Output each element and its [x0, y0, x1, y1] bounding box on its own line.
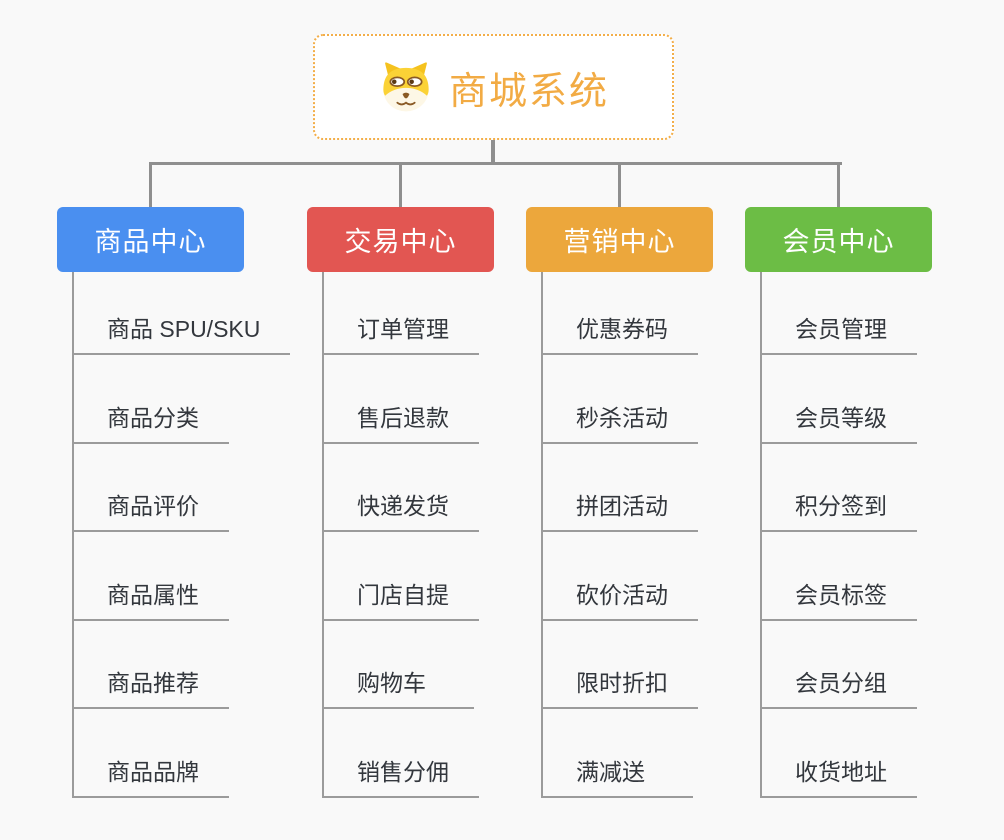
leaf-node[interactable]: 商品 SPU/SKU — [74, 272, 291, 355]
leaf-node[interactable]: 优惠券码 — [543, 272, 698, 355]
leaf-node[interactable]: 积分签到 — [762, 444, 917, 532]
leaf-node[interactable]: 销售分佣 — [324, 709, 479, 798]
root-node[interactable]: 商城系统 — [313, 34, 674, 140]
leaf-node[interactable]: 收货地址 — [762, 709, 917, 798]
leaf-node[interactable]: 商品评价 — [74, 444, 229, 532]
dog-icon — [383, 62, 429, 112]
leaf-node[interactable]: 商品分类 — [74, 355, 229, 444]
branch-column-marketing: 营销中心 优惠券码 秒杀活动 拼团活动 砍价活动 限时折扣 满减送 — [526, 207, 713, 798]
leaf-list-trade: 订单管理 售后退款 快递发货 门店自提 购物车 销售分佣 — [322, 272, 479, 798]
branch-column-trade: 交易中心 订单管理 售后退款 快递发货 门店自提 购物车 销售分佣 — [307, 207, 494, 798]
leaf-node[interactable]: 砍价活动 — [543, 532, 698, 621]
branch-column-product: 商品中心 商品 SPU/SKU 商品分类 商品评价 商品属性 商品推荐 商品品牌 — [57, 207, 291, 798]
leaf-node[interactable]: 满减送 — [543, 709, 693, 798]
root-title: 商城系统 — [448, 70, 609, 113]
branch-node-member[interactable]: 会员中心 — [745, 207, 932, 272]
leaf-node[interactable]: 会员分组 — [762, 621, 917, 709]
leaf-node[interactable]: 商品品牌 — [74, 709, 229, 798]
leaf-node[interactable]: 门店自提 — [324, 532, 479, 621]
branch-node-product[interactable]: 商品中心 — [57, 207, 244, 272]
leaf-node[interactable]: 秒杀活动 — [543, 355, 698, 444]
root-stem-connector — [491, 140, 495, 165]
leaf-node[interactable]: 售后退款 — [324, 355, 479, 444]
leaf-node[interactable]: 商品推荐 — [74, 621, 229, 709]
leaf-node[interactable]: 快递发货 — [324, 444, 479, 532]
leaf-node[interactable]: 订单管理 — [324, 272, 479, 355]
leaf-node[interactable]: 会员等级 — [762, 355, 917, 444]
leaf-list-marketing: 优惠券码 秒杀活动 拼团活动 砍价活动 限时折扣 满减送 — [541, 272, 698, 798]
leaf-node[interactable]: 会员标签 — [762, 532, 917, 621]
leaf-list-member: 会员管理 会员等级 积分签到 会员标签 会员分组 收货地址 — [760, 272, 917, 798]
branch-node-trade[interactable]: 交易中心 — [307, 207, 494, 272]
branch-connector-trade — [399, 162, 402, 208]
branch-node-marketing[interactable]: 营销中心 — [526, 207, 713, 272]
branch-connector-product — [149, 162, 152, 208]
leaf-list-product: 商品 SPU/SKU 商品分类 商品评价 商品属性 商品推荐 商品品牌 — [72, 272, 291, 798]
leaf-node[interactable]: 会员管理 — [762, 272, 917, 355]
horizontal-connector — [149, 162, 842, 165]
leaf-node[interactable]: 购物车 — [324, 621, 474, 709]
branch-connector-member — [837, 162, 840, 208]
leaf-node[interactable]: 限时折扣 — [543, 621, 698, 709]
branch-connector-marketing — [618, 162, 621, 208]
branch-column-member: 会员中心 会员管理 会员等级 积分签到 会员标签 会员分组 收货地址 — [745, 207, 932, 798]
leaf-node[interactable]: 商品属性 — [74, 532, 229, 621]
leaf-node[interactable]: 拼团活动 — [543, 444, 698, 532]
